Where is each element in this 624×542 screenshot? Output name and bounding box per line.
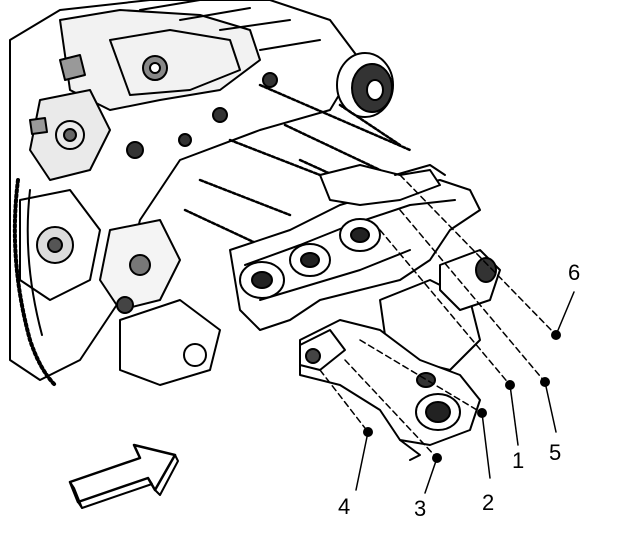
exhaust-manifold (229, 164, 501, 371)
engine-block (9, 0, 361, 387)
callout-dot-5 (540, 377, 550, 387)
callout-label-1: 1 (512, 448, 525, 473)
forward-arrow-icon (68, 443, 179, 509)
callout-label-6: 6 (568, 260, 581, 285)
pulley (336, 52, 394, 118)
callout-label-2: 2 (482, 490, 495, 515)
bracket (299, 319, 481, 461)
callout-label-4: 4 (338, 494, 351, 519)
callout-dot-3 (432, 453, 442, 463)
callout-dots (363, 330, 561, 463)
callout-dot-4 (363, 427, 373, 437)
callout-dot-1 (505, 380, 515, 390)
callout-label-3: 3 (414, 496, 427, 521)
leader-lines (319, 174, 575, 494)
callout-dot-2 (477, 408, 487, 418)
callout-label-5: 5 (549, 440, 562, 465)
studs (183, 83, 412, 247)
callout-dot-6 (551, 330, 561, 340)
